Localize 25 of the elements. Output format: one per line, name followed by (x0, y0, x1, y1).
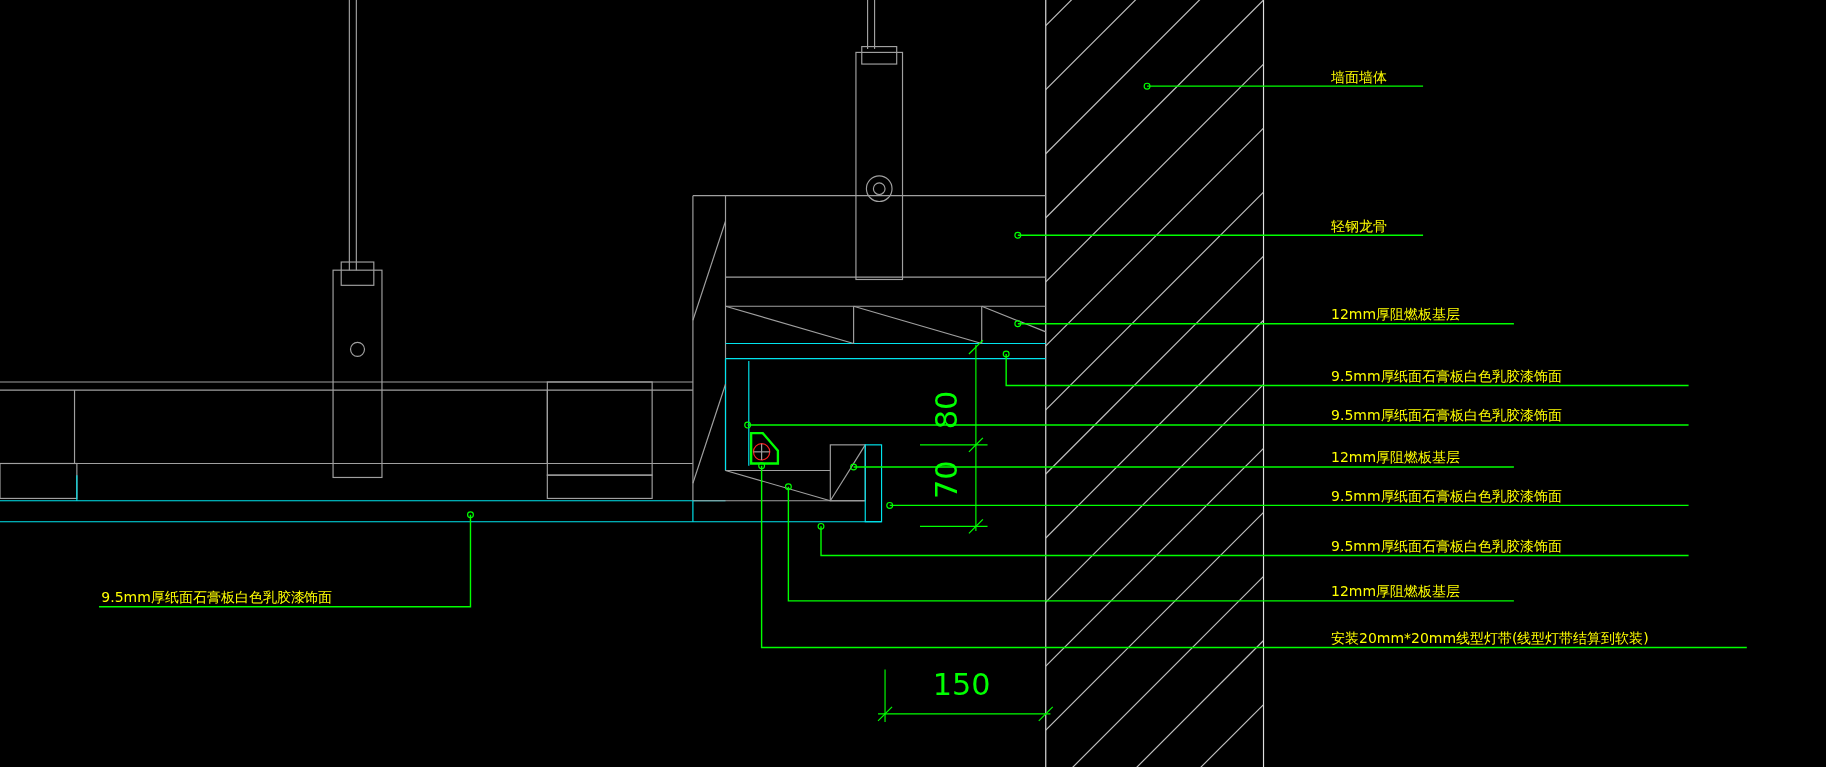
leader-line (1143, 82, 1424, 90)
dimension-text: 70 (929, 460, 962, 500)
callout-text: 12mm厚阻燃板基层 (1331, 305, 1460, 325)
dimension-text: 150 (932, 668, 991, 702)
leader-line (850, 463, 1515, 471)
leader-line (758, 462, 1748, 649)
callout-text: 9.5mm厚纸面石膏板白色乳胶漆饰面 (101, 588, 333, 608)
leader-line (1014, 231, 1424, 239)
leader-line (1014, 320, 1515, 328)
leader-line (98, 511, 474, 608)
callout-text: 9.5mm厚纸面石膏板白色乳胶漆饰面 (1331, 486, 1563, 507)
leader-line (1002, 350, 1690, 387)
callout-text: 轻钢龙骨 (1331, 216, 1387, 237)
callout-text: 12mm厚阻燃板基层 (1331, 448, 1460, 469)
leader-line (886, 501, 1690, 509)
dimension-text: 80 (929, 390, 962, 430)
leader-line (744, 421, 1690, 429)
callout-text: 9.5mm厚纸面石膏板白色乳胶漆饰面 (1331, 366, 1563, 387)
callout-text: 9.5mm厚纸面石膏板白色乳胶漆饰面 (1331, 536, 1563, 557)
leader-line (784, 483, 1515, 602)
callout-text: 9.5mm厚纸面石膏板白色乳胶漆饰面 (1331, 406, 1563, 427)
callout-text: 墙面墙体 (1331, 67, 1387, 88)
callout-text: 安装20mm*20mm线型灯带(线型灯带结算到软装) (1331, 628, 1649, 649)
leader-line (817, 522, 1690, 557)
callout-text: 12mm厚阻燃板基层 (1331, 582, 1460, 603)
